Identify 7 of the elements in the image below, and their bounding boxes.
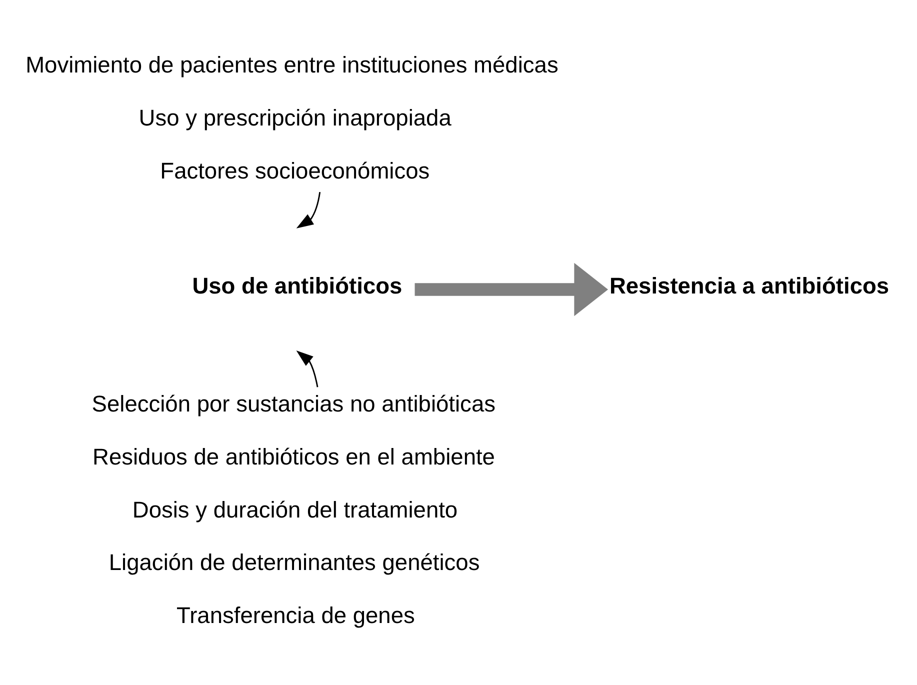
node-text: Uso de antibióticos <box>192 272 402 299</box>
arrow <box>296 350 318 388</box>
node-text: Selección por sustancias no antibióticas Residuos de antibióticos en el ambiente Dosis y duración del tratamiento Ligación de determinantes genéticos Transferencia de genes <box>92 390 496 628</box>
node-text: Resistencia a antibióticos <box>609 272 890 299</box>
arrow <box>296 192 321 228</box>
arrow <box>414 262 608 316</box>
node-text: Movimiento de pacientes entre instituciones médicas Uso y prescripción inapropiada Factores socioeconómicos <box>26 52 558 184</box>
